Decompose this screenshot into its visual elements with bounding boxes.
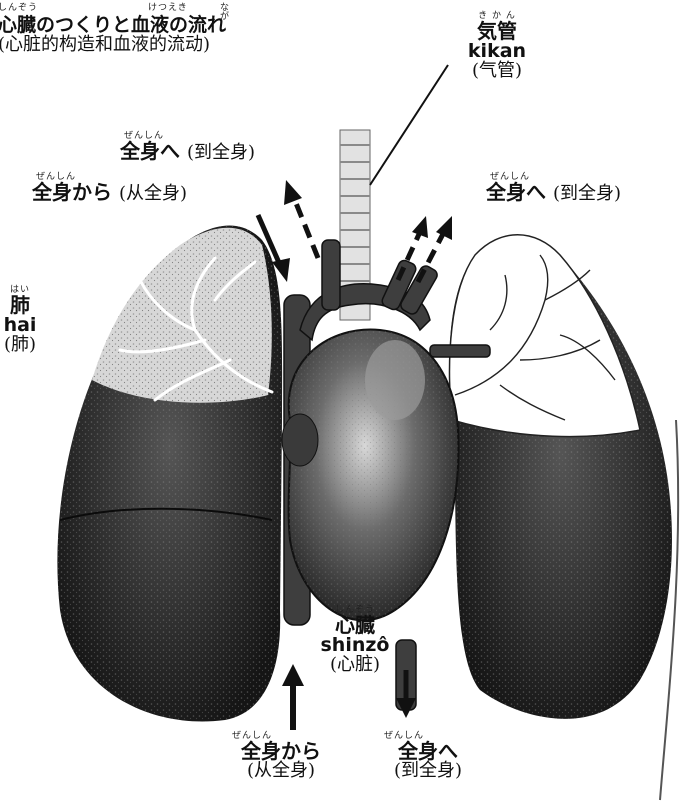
trachea-pointer xyxy=(370,65,448,185)
to-body-top-jp: 全身へ xyxy=(120,139,180,163)
left-lung xyxy=(57,226,282,722)
trachea-zh: (气管) xyxy=(452,62,542,81)
from-body-bottom-jp: 全身から xyxy=(226,741,336,762)
title-ruby-blood: けつえき xyxy=(148,4,188,13)
trachea-jp: 気管 xyxy=(452,21,542,42)
diagram-title: しんぞう けつえき なが 心臓のつくりと血液の流れ (心脏的构造和血液的流动) xyxy=(0,4,226,55)
title-main: 心臓のつくりと血液の流れ xyxy=(0,16,226,36)
trachea-romaji: kikan xyxy=(452,42,542,62)
from-body-top-zh: (从全身) xyxy=(119,183,187,204)
lung-jp: 肺 xyxy=(0,295,40,316)
to-body-bottom-jp: 全身へ xyxy=(378,741,478,762)
label-to-body-right: ぜんしん 全身へ (到全身) xyxy=(486,173,621,204)
from-body-bottom-zh: (从全身) xyxy=(226,762,336,781)
lung-zh: (肺) xyxy=(0,336,40,355)
label-lung: はい 肺 hai (肺) xyxy=(0,286,40,355)
to-body-bottom-zh: (到全身) xyxy=(378,762,478,781)
label-from-body-bottom: ぜんしん 全身から (从全身) xyxy=(226,732,336,781)
label-heart: しんぞう 心臓 shinzô (心脏) xyxy=(310,606,400,675)
heart-jp: 心臓 xyxy=(310,615,400,636)
from-body-top-jp: 全身から xyxy=(32,180,112,204)
right-lung xyxy=(450,235,672,719)
to-body-right-jp: 全身へ xyxy=(486,180,546,204)
title-ruby-flow: なが xyxy=(220,4,230,23)
to-body-right-zh: (到全身) xyxy=(553,183,621,204)
lung-romaji: hai xyxy=(0,316,40,336)
label-trachea: き か ん 気管 kikan (气管) xyxy=(452,12,542,81)
heart-romaji: shinzô xyxy=(310,636,400,656)
label-from-body-top: ぜんしん 全身から (从全身) xyxy=(32,173,187,204)
heart-zh: (心脏) xyxy=(310,656,400,675)
title-ruby-heart: しんぞう xyxy=(0,4,38,13)
title-chinese: (心脏的构造和血液的流动) xyxy=(0,36,226,55)
to-body-top-zh: (到全身) xyxy=(187,142,255,163)
label-to-body-bottom: ぜんしん 全身へ (到全身) xyxy=(378,732,478,781)
heart-shape xyxy=(282,330,458,621)
label-to-body-top: ぜんしん 全身へ (到全身) xyxy=(120,132,255,163)
